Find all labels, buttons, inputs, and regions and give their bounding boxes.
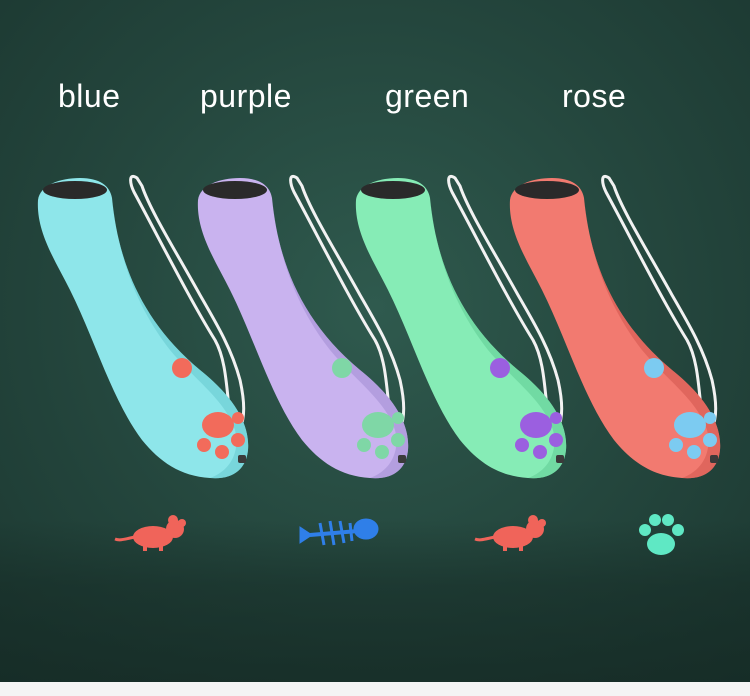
- toy-green: [355, 175, 567, 479]
- usb-port: [556, 455, 564, 463]
- toy-button: [644, 358, 664, 378]
- toy-body: [509, 178, 721, 479]
- paw-button-icon: [515, 412, 563, 459]
- fishbone-icon: [299, 518, 379, 546]
- toy-body: [197, 178, 409, 479]
- mouse-icon: [474, 515, 546, 551]
- paw-button-icon: [357, 412, 405, 459]
- toy-button: [332, 358, 352, 378]
- toy-rose: [509, 175, 721, 479]
- toy-purple: [197, 175, 409, 479]
- toy-lens: [361, 181, 425, 199]
- mouse-icon: [114, 515, 186, 551]
- label-purple: purple: [200, 78, 292, 114]
- usb-port: [710, 455, 718, 463]
- toy-body: [355, 178, 567, 479]
- usb-port: [238, 455, 246, 463]
- usb-port: [398, 455, 406, 463]
- toy-body: [37, 178, 249, 479]
- floor-shadow: [0, 520, 750, 682]
- toy-lens: [203, 181, 267, 199]
- bottom-strip: [0, 682, 750, 696]
- toy-blue: [37, 175, 249, 479]
- label-blue: blue: [58, 78, 121, 114]
- paw-icon: [639, 514, 684, 555]
- toy-lens: [43, 181, 107, 199]
- paw-button-icon: [669, 412, 717, 459]
- toy-button: [490, 358, 510, 378]
- color-labels: blue purple green rose: [0, 78, 750, 128]
- label-rose: rose: [562, 78, 627, 114]
- label-green: green: [385, 78, 470, 114]
- toys-illustration: [37, 175, 721, 555]
- paw-button-icon: [197, 412, 245, 459]
- toy-lens: [515, 181, 579, 199]
- product-stage: blue purple green rose: [0, 0, 750, 682]
- toy-button: [172, 358, 192, 378]
